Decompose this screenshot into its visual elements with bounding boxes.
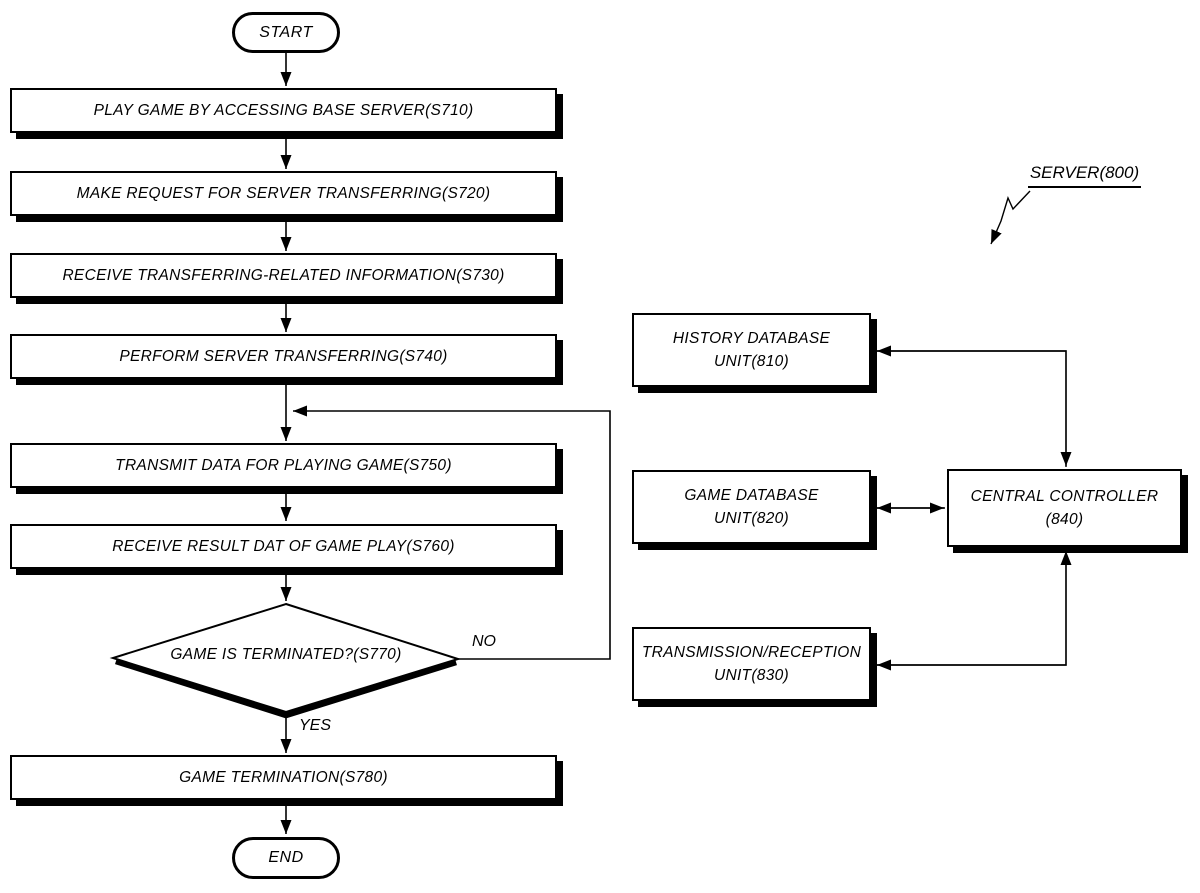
block-label-line2: UNIT(820) — [713, 510, 790, 527]
step-label: PERFORM SERVER TRANSFERRING(S740) — [119, 347, 448, 365]
arrow-controller-to-history — [877, 345, 1067, 467]
step-label: MAKE REQUEST FOR SERVER TRANSFERRING(S72… — [76, 184, 491, 202]
decision-diamond-s770 — [109, 602, 462, 719]
diamond-shadow — [115, 657, 457, 719]
process-step-s760: RECEIVE RESULT DAT OF GAME PLAY(S760) — [10, 524, 557, 569]
block-label-line1: TRANSMISSION/RECEPTION — [641, 644, 862, 661]
block-central-controller-840: CENTRAL CONTROLLER (840) — [947, 469, 1182, 547]
process-step-s730: RECEIVE TRANSFERRING-RELATED INFORMATION… — [10, 253, 557, 298]
block-label-line2: UNIT(830) — [713, 667, 790, 684]
process-step-s780: GAME TERMINATION(S780) — [10, 755, 557, 800]
block-label-line2: (840) — [1045, 511, 1084, 528]
yes-label: YES — [299, 717, 332, 734]
step-label: PLAY GAME BY ACCESSING BASE SERVER(S710) — [93, 101, 474, 119]
diamond-shape — [109, 602, 462, 714]
block-label-line2: UNIT(810) — [713, 353, 790, 370]
server-callout-label: SERVER(800) — [1029, 163, 1140, 182]
flow-arrows — [280, 53, 611, 834]
step-label: RECEIVE RESULT DAT OF GAME PLAY(S760) — [112, 537, 455, 555]
server-callout-leader — [990, 190, 1031, 245]
step-label: RECEIVE TRANSFERRING-RELATED INFORMATION… — [62, 266, 505, 284]
process-step-s720: MAKE REQUEST FOR SERVER TRANSFERRING(S72… — [10, 171, 557, 216]
decision-label-s770: GAME IS TERMINATED?(S770) — [170, 646, 402, 663]
step-label: GAME TERMINATION(S780) — [179, 768, 388, 786]
arrow-history-to-controller — [877, 350, 1072, 466]
block-label-line1: CENTRAL CONTROLLER — [970, 488, 1159, 505]
block-history-database-810: HISTORY DATABASE UNIT(810) — [632, 313, 871, 387]
start-label: START — [259, 23, 313, 41]
block-transmission-reception-830: TRANSMISSION/RECEPTION UNIT(830) — [632, 627, 871, 701]
process-step-s750: TRANSMIT DATA FOR PLAYING GAME(S750) — [10, 443, 557, 488]
block-label-line1: GAME DATABASE — [684, 487, 819, 504]
block-game-database-820: GAME DATABASE UNIT(820) — [632, 470, 871, 544]
server-connectors — [874, 190, 1072, 671]
end-terminal: END — [232, 837, 340, 879]
arrow-no-feedback-loop — [293, 405, 611, 660]
no-label: NO — [472, 633, 496, 650]
process-step-s740: PERFORM SERVER TRANSFERRING(S740) — [10, 334, 557, 379]
step-label: TRANSMIT DATA FOR PLAYING GAME(S750) — [115, 456, 452, 474]
arrow-controller-to-transmission — [877, 552, 1067, 671]
server-callout: SERVER(800) — [1028, 163, 1141, 188]
arrow-transmission-to-controller — [877, 551, 1072, 666]
process-step-s710: PLAY GAME BY ACCESSING BASE SERVER(S710) — [10, 88, 557, 133]
block-label-line1: HISTORY DATABASE — [672, 330, 831, 347]
end-label: END — [268, 849, 304, 866]
start-terminal: START — [232, 12, 340, 53]
